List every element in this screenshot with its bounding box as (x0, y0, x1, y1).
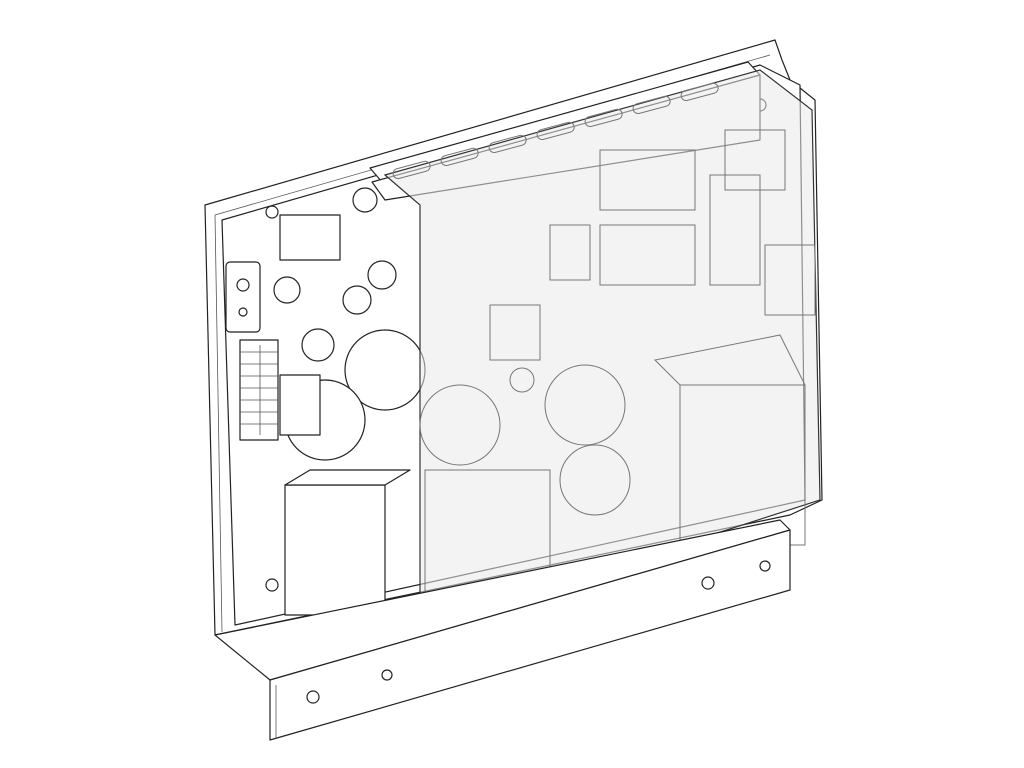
mounting-hole (381, 669, 393, 681)
choke (279, 374, 321, 436)
screw-hole (238, 307, 248, 317)
capacitor-box (549, 224, 591, 281)
filter-capacitor (599, 149, 696, 211)
capacitor-small (509, 367, 535, 393)
bracket-tab (225, 261, 261, 333)
transformer-left (284, 484, 386, 616)
mounting-hole (701, 576, 715, 590)
capacitor-small (301, 328, 335, 362)
capacitor-small (342, 285, 372, 315)
capacitor (559, 444, 631, 516)
relay-component (279, 214, 341, 261)
capacitor-small (352, 187, 378, 213)
screw-hole (236, 278, 250, 292)
screw (265, 205, 279, 219)
filter-capacitor (599, 224, 696, 286)
inductor (489, 304, 541, 361)
fuse-holder (764, 244, 816, 316)
terminal-block (239, 339, 279, 441)
relay (709, 174, 761, 286)
connector (724, 129, 786, 191)
bottom-bracket (214, 519, 791, 741)
screw (265, 578, 279, 592)
capacitor-small (367, 260, 397, 290)
capacitor-small (273, 276, 301, 304)
mounting-hole (306, 690, 320, 704)
capacitor (419, 384, 501, 466)
capacitor (544, 364, 626, 446)
transparent-cover (383, 69, 821, 613)
heatsink-slots (392, 82, 719, 180)
mounting-hole (759, 560, 771, 572)
